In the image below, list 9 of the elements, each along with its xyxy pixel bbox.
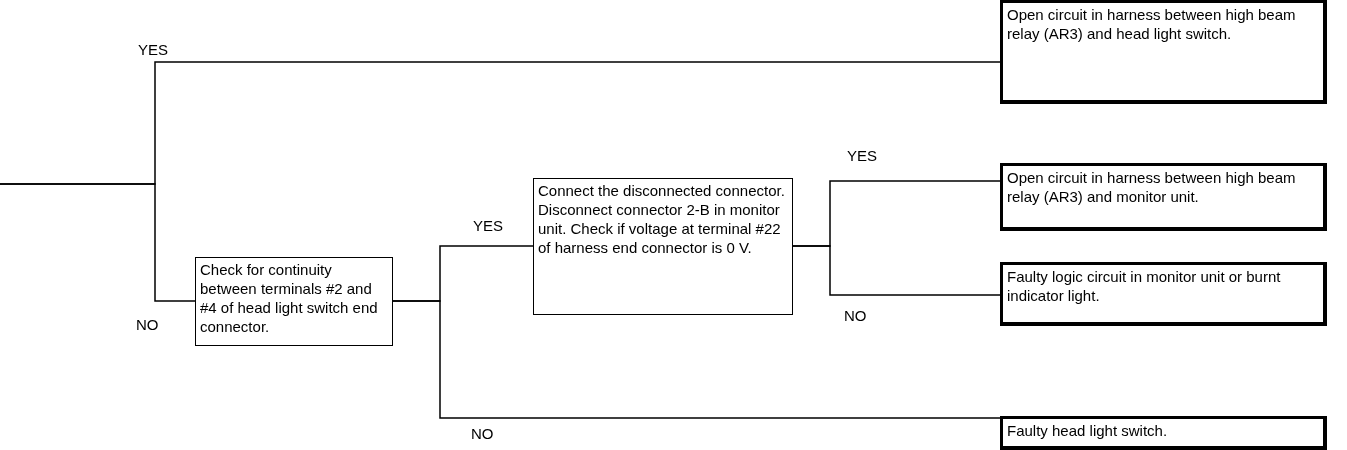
result-box: Faulty logic circuit in monitor unit or burnt indicator light. [1000,262,1327,326]
result-box: Faulty head light switch. [1000,416,1327,450]
connector-line [0,183,196,302]
result-box: Open circuit in harness between high beam relay (AR3) and head light switch. [1000,0,1327,104]
result-box: Open circuit in harness between high beam relay (AR3) and monitor unit. [1000,163,1327,231]
check-box: Connect the disconnected connector. Disconnect connector 2-B in monitor unit. Check if voltage at terminal #22 of harness end connector is 0 V. [533,178,793,315]
connector-line [792,245,1001,296]
check-box: Check for continuity between terminals #2 and #4 of head light switch end connector. [195,257,393,346]
connector-line [392,300,1001,419]
